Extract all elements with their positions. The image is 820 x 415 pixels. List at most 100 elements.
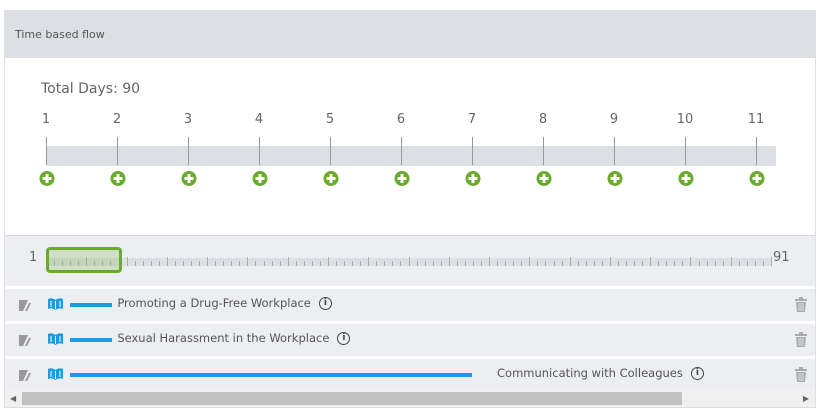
trash-icon[interactable] (795, 367, 807, 382)
ruler-tick (497, 261, 499, 266)
ruler-tick (239, 261, 241, 266)
ruler-tick (166, 257, 168, 266)
ruler-tick (650, 257, 652, 266)
ruler-tick (569, 257, 571, 266)
add-step-plus-icon[interactable] (110, 171, 126, 186)
day-ruler[interactable] (46, 257, 772, 266)
scroll-left-icon[interactable]: ◀ (10, 394, 17, 403)
add-step-plus-icon[interactable] (465, 171, 481, 186)
ruler-tick (191, 261, 192, 266)
open-book-icon[interactable] (47, 368, 64, 380)
add-step-plus-icon[interactable] (181, 171, 197, 186)
ruler-tick (481, 261, 482, 266)
ruler-tick (472, 261, 474, 266)
add-step-plus-icon[interactable] (607, 171, 623, 186)
ruler-tick (174, 261, 176, 266)
ruler-tick (521, 261, 523, 266)
add-step-plus-icon[interactable] (678, 171, 694, 186)
step-number: 5 (325, 112, 335, 127)
ruler-tick (746, 261, 748, 266)
course-row: Communicating with Colleagues i (5, 359, 815, 390)
ruler-tick (658, 261, 660, 266)
row-separator (5, 321, 815, 324)
add-step-plus-icon[interactable] (749, 171, 765, 186)
time-based-flow-panel: Time based flow Total Days: 90 1 2 3 4 5… (4, 10, 816, 408)
step-tick (259, 137, 260, 165)
ruler-tick (247, 257, 249, 266)
step-number: 1 (41, 112, 51, 127)
ruler-tick (585, 261, 587, 266)
add-step-plus-icon[interactable] (39, 171, 55, 186)
ruler-tick (408, 257, 410, 266)
open-book-icon[interactable] (47, 298, 64, 310)
step-number: 6 (396, 112, 406, 127)
edit-icon[interactable] (19, 370, 31, 381)
ruler-tick (730, 257, 732, 266)
ruler-tick (94, 261, 96, 266)
ruler-tick (722, 261, 724, 266)
ruler-range-handle[interactable] (46, 247, 122, 273)
ruler-tick (199, 261, 201, 266)
ruler-tick (601, 261, 603, 266)
ruler-tick (86, 257, 88, 266)
course-duration-bar[interactable] (70, 373, 472, 377)
trash-icon[interactable] (795, 332, 807, 347)
ruler-tick (738, 261, 740, 266)
ruler-tick (336, 261, 337, 266)
ruler-tick (142, 261, 144, 266)
add-step-plus-icon[interactable] (323, 171, 339, 186)
add-step-plus-icon[interactable] (536, 171, 552, 186)
horizontal-scrollbar[interactable]: ◀ ▶ (5, 390, 815, 407)
add-step-plus-icon[interactable] (394, 171, 410, 186)
ruler-tick (150, 261, 152, 266)
ruler-tick (271, 261, 273, 266)
ruler-tick (617, 261, 619, 266)
step-number: 9 (609, 112, 619, 127)
scrollbar-thumb[interactable] (22, 392, 682, 405)
scroll-right-icon[interactable]: ▶ (802, 394, 809, 403)
add-step-plus-icon[interactable] (252, 171, 268, 186)
ruler-tick (134, 261, 136, 266)
ruler-tick (754, 261, 756, 266)
total-days-label: Total Days: 90 (41, 81, 141, 97)
step-tick (188, 137, 189, 165)
edit-icon[interactable] (19, 300, 31, 311)
step-number: 11 (747, 112, 765, 127)
ruler-tick (207, 257, 209, 266)
step-tick (756, 137, 757, 165)
trash-icon[interactable] (795, 297, 807, 312)
info-icon[interactable]: i (318, 297, 332, 310)
step-tick (117, 137, 118, 165)
open-book-icon[interactable] (47, 333, 64, 345)
course-duration-bar[interactable] (70, 303, 113, 307)
ruler-tick (424, 261, 426, 266)
ruler-tick (126, 257, 128, 266)
step-number: 3 (183, 112, 193, 127)
slider-max-label: 91 (773, 250, 790, 265)
ruler-tick (158, 261, 160, 266)
ruler-tick (440, 261, 442, 266)
panel-header: Time based flow (5, 11, 815, 58)
step-tick (401, 137, 402, 165)
ruler-tick (215, 261, 217, 266)
info-icon[interactable]: i (690, 367, 704, 380)
step-number: 2 (112, 112, 122, 127)
ruler-tick (513, 261, 515, 266)
step-tick (614, 137, 615, 165)
ruler-tick (706, 261, 708, 266)
course-duration-bar[interactable] (70, 338, 113, 342)
course-title: Communicating with Colleagues (497, 366, 683, 380)
ruler-tick (456, 261, 458, 266)
info-icon[interactable]: i (337, 332, 351, 345)
ruler-tick (489, 257, 491, 266)
edit-icon[interactable] (19, 335, 31, 346)
ruler-tick (352, 261, 354, 266)
ruler-tick (666, 261, 668, 266)
ruler-tick (634, 261, 636, 266)
ruler-tick (690, 257, 692, 266)
ruler-tick (62, 261, 64, 266)
ruler-tick (529, 257, 531, 266)
